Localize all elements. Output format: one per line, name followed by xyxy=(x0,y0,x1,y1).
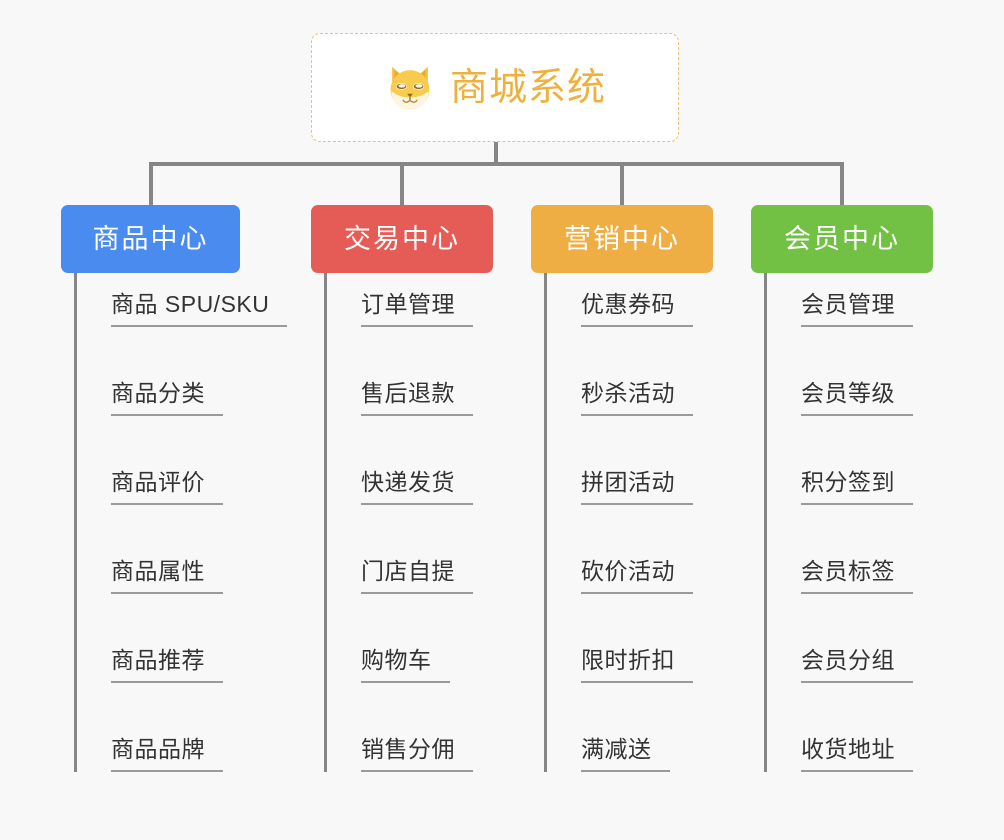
leaf-item[interactable]: 拼团活动 xyxy=(547,451,693,505)
leaf-item[interactable]: 会员标签 xyxy=(767,540,913,594)
leaf-item[interactable]: 限时折扣 xyxy=(547,629,693,683)
leaf-item[interactable]: 砍价活动 xyxy=(547,540,693,594)
leaf-spine-connector xyxy=(764,273,767,772)
leaf-item[interactable]: 收货地址 xyxy=(767,718,913,772)
leaf-item[interactable]: 优惠券码 xyxy=(547,273,693,327)
leaf-label: 会员管理 xyxy=(801,293,913,327)
leaf-label: 快递发货 xyxy=(361,471,473,505)
leaf-label: 满减送 xyxy=(581,738,670,772)
category-drop-connector xyxy=(400,162,404,206)
leaf-item[interactable]: 满减送 xyxy=(547,718,670,772)
horizontal-bus-connector xyxy=(149,162,841,166)
leaf-spine-connector xyxy=(74,273,77,772)
leaf-label: 订单管理 xyxy=(361,293,473,327)
leaf-item[interactable]: 会员分组 xyxy=(767,629,913,683)
leaf-item[interactable]: 门店自提 xyxy=(327,540,473,594)
leaf-item[interactable]: 商品推荐 xyxy=(77,629,223,683)
root-stem-connector xyxy=(494,142,498,164)
leaf-item[interactable]: 会员管理 xyxy=(767,273,913,327)
leaf-item[interactable]: 商品品牌 xyxy=(77,718,223,772)
leaf-label: 销售分佣 xyxy=(361,738,473,772)
leaf-spine-connector xyxy=(324,273,327,772)
leaf-item[interactable]: 商品 SPU/SKU xyxy=(77,273,288,327)
category-label: 营销中心 xyxy=(564,223,680,254)
leaf-label: 会员分组 xyxy=(801,649,913,683)
leaf-item[interactable]: 商品属性 xyxy=(77,540,223,594)
leaf-label: 砍价活动 xyxy=(581,560,693,594)
leaf-label: 秒杀活动 xyxy=(581,382,693,416)
leaf-label: 商品 SPU/SKU xyxy=(111,293,288,327)
leaf-item[interactable]: 订单管理 xyxy=(327,273,473,327)
root-node[interactable]: 商城系统 xyxy=(311,33,679,142)
leaf-label: 会员等级 xyxy=(801,382,913,416)
leaf-item[interactable]: 积分签到 xyxy=(767,451,913,505)
leaf-label: 商品分类 xyxy=(111,382,223,416)
leaf-label: 商品推荐 xyxy=(111,649,223,683)
leaf-label: 商品评价 xyxy=(111,471,223,505)
leaf-label: 限时折扣 xyxy=(581,649,693,683)
leaf-label: 优惠券码 xyxy=(581,293,693,327)
category-node-3[interactable]: 营销中心 xyxy=(531,205,713,273)
category-node-2[interactable]: 交易中心 xyxy=(311,205,493,273)
leaf-label: 会员标签 xyxy=(801,560,913,594)
category-drop-connector xyxy=(620,162,624,206)
category-node-4[interactable]: 会员中心 xyxy=(751,205,933,273)
category-label: 商品中心 xyxy=(92,223,209,254)
leaf-label: 售后退款 xyxy=(361,382,473,416)
leaf-item[interactable]: 商品评价 xyxy=(77,451,223,505)
leaf-spine-connector xyxy=(544,273,547,772)
leaf-item[interactable]: 会员等级 xyxy=(767,362,913,416)
category-drop-connector xyxy=(840,162,844,206)
leaf-label: 门店自提 xyxy=(361,560,473,594)
leaf-label: 收货地址 xyxy=(801,738,913,772)
leaf-label: 商品品牌 xyxy=(111,738,223,772)
category-node-1[interactable]: 商品中心 xyxy=(61,205,240,273)
leaf-label: 拼团活动 xyxy=(581,471,693,505)
leaf-item[interactable]: 秒杀活动 xyxy=(547,362,693,416)
category-drop-connector xyxy=(148,162,153,206)
leaf-label: 购物车 xyxy=(361,649,450,683)
category-label: 交易中心 xyxy=(344,223,460,254)
root-title: 商城系统 xyxy=(449,66,606,109)
leaf-item[interactable]: 商品分类 xyxy=(77,362,223,416)
leaf-item[interactable]: 快递发货 xyxy=(327,451,473,505)
leaf-item[interactable]: 售后退款 xyxy=(327,362,473,416)
category-label: 会员中心 xyxy=(784,223,900,254)
shiba-dog-icon xyxy=(384,62,436,114)
leaf-item[interactable]: 购物车 xyxy=(327,629,450,683)
leaf-label: 积分签到 xyxy=(801,471,913,505)
leaf-label: 商品属性 xyxy=(111,560,223,594)
leaf-item[interactable]: 销售分佣 xyxy=(327,718,473,772)
